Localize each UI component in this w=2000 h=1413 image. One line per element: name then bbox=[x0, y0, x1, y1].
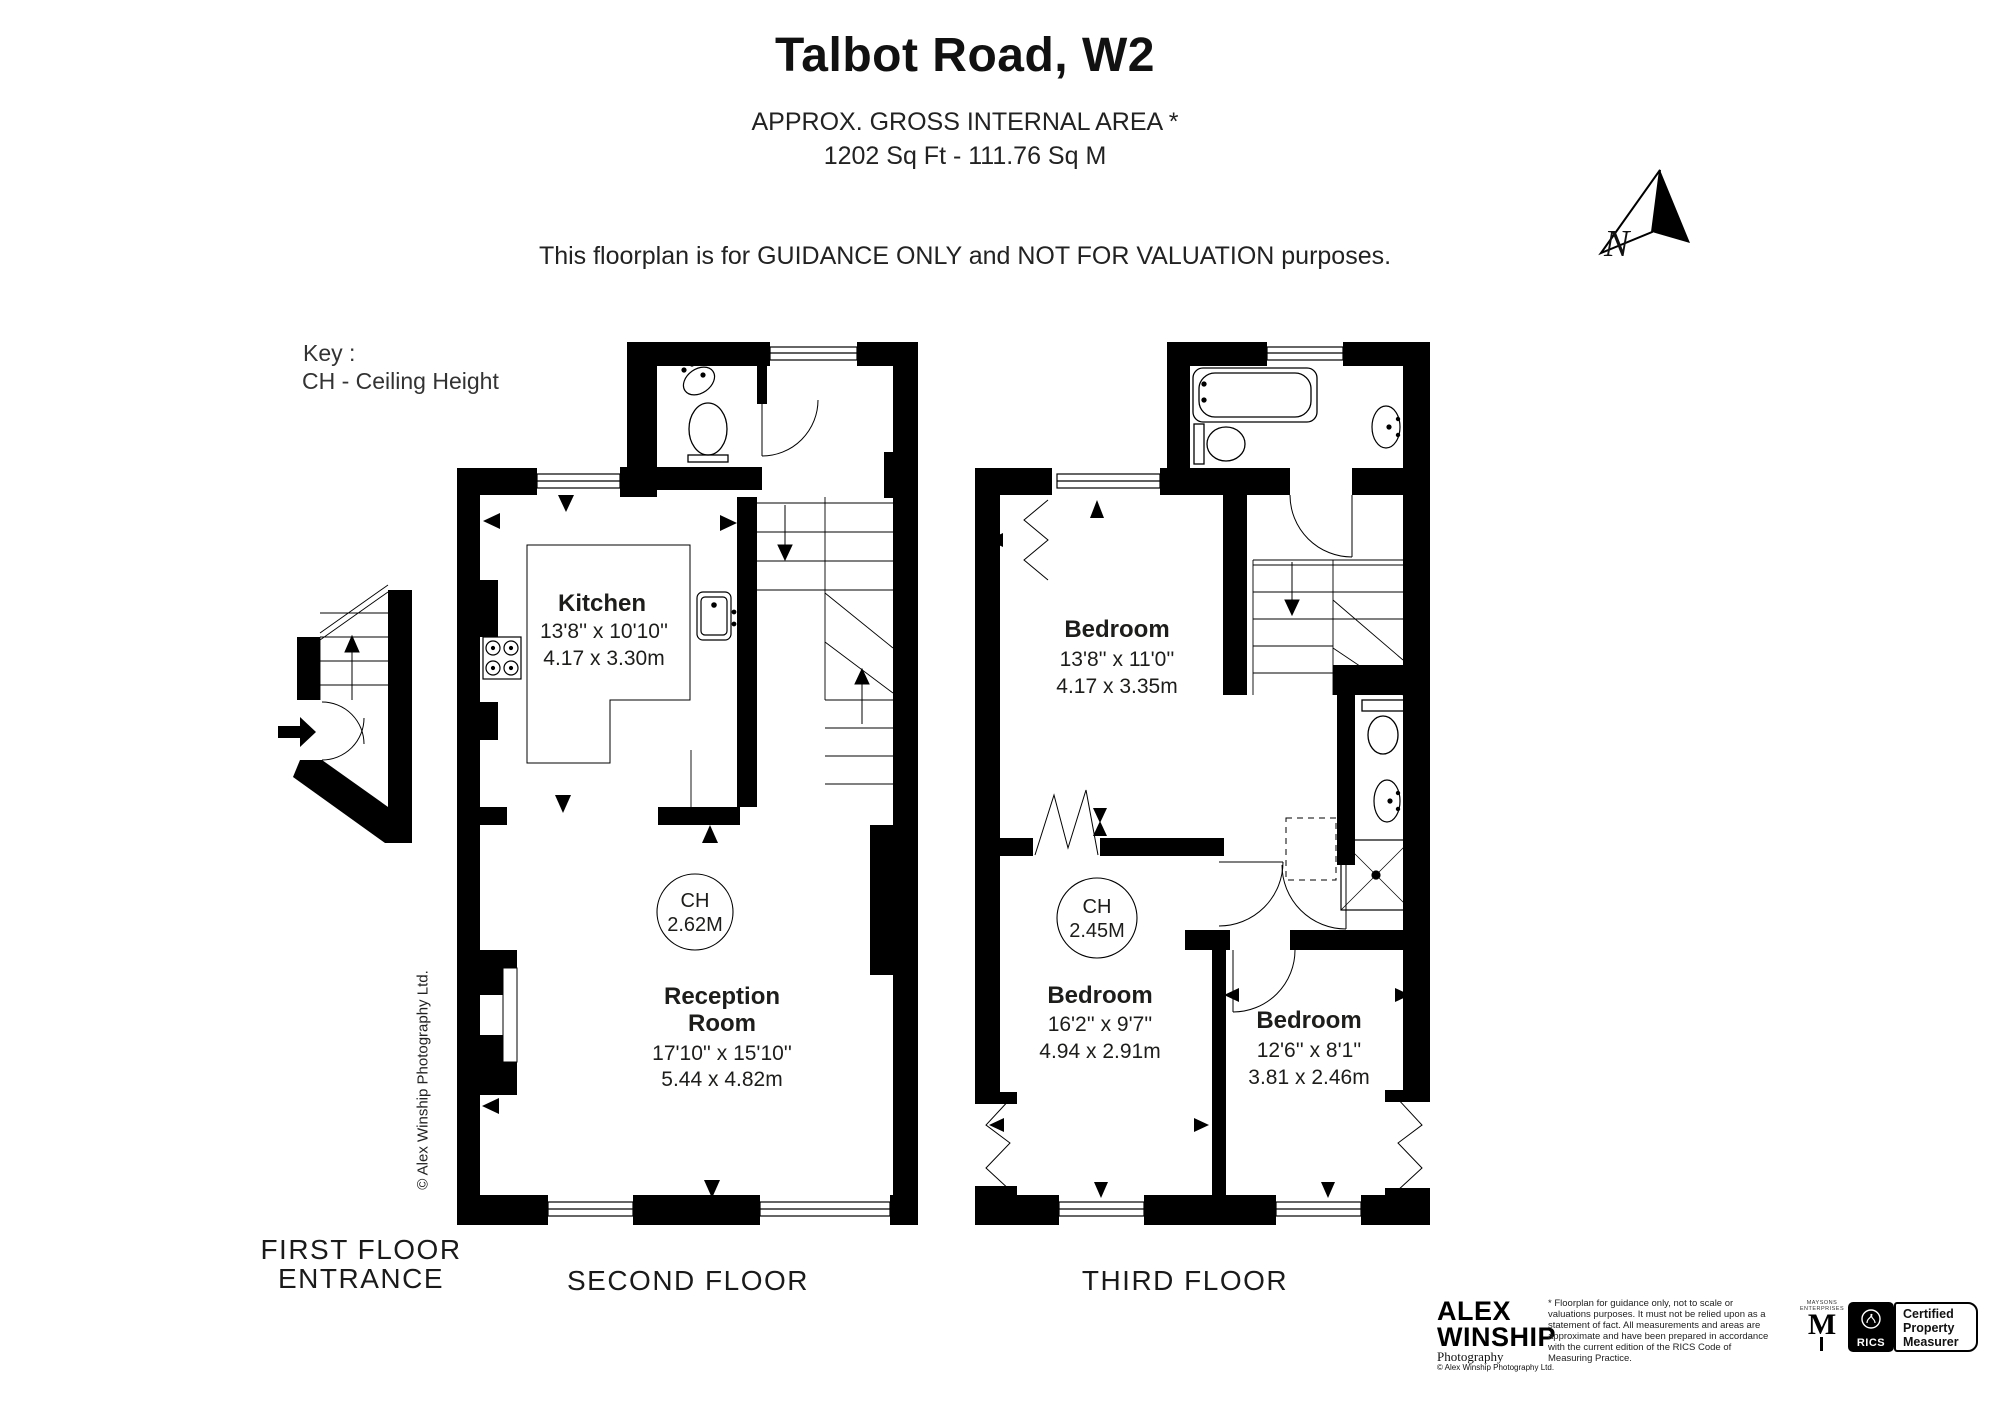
kitchen-imperial: 13'8'' x 10'10'' bbox=[540, 620, 668, 643]
ceiling-height-value: 2.62M bbox=[667, 914, 723, 936]
ceiling-height-abbr: CH bbox=[680, 890, 710, 912]
bedroom3-metric: 3.81 x 2.46m bbox=[1248, 1066, 1370, 1089]
partner-monogram-stem bbox=[1820, 1337, 1823, 1351]
brand-name-line2: WINSHIP bbox=[1437, 1322, 1557, 1352]
rics-label: RICS bbox=[1856, 1337, 1886, 1349]
certified-measurer-badge: Certified Property Measurer bbox=[1894, 1302, 1978, 1352]
bedroom1-metric: 4.17 x 3.35m bbox=[1056, 675, 1178, 698]
counter bbox=[526, 544, 691, 764]
footer-disclaimer: * Floorplan for guidance only, not to sc… bbox=[1548, 1298, 1769, 1364]
first-floor-entrance-plan bbox=[278, 584, 412, 843]
stair-direction-arrows bbox=[777, 505, 870, 724]
area-heading: APPROX. GROSS INTERNAL AREA * bbox=[751, 108, 1179, 136]
toilet-icon bbox=[1193, 423, 1246, 465]
area-value: 1202 Sq Ft - 111.76 Sq M bbox=[823, 142, 1107, 170]
bath-icon bbox=[1192, 367, 1318, 423]
cert-line2: Property bbox=[1903, 1321, 1955, 1335]
key-entry: CH - Ceiling Height bbox=[302, 368, 499, 394]
brand-name-line1: ALEX bbox=[1437, 1296, 1512, 1326]
sink-icon bbox=[1371, 405, 1401, 449]
stairs bbox=[1252, 559, 1404, 696]
stairs bbox=[319, 584, 389, 700]
second-floor-plan bbox=[457, 342, 918, 1225]
door-arc bbox=[761, 399, 819, 457]
third-floor-plan bbox=[975, 342, 1430, 1225]
reception-label-line2: Room bbox=[688, 1010, 756, 1037]
stairs bbox=[690, 497, 894, 807]
watermark: © Alex Winship Photography Ltd. bbox=[414, 970, 432, 1190]
toilet-icon bbox=[687, 402, 729, 463]
fireplace-recess bbox=[480, 995, 503, 1035]
hearth bbox=[502, 967, 518, 1063]
partner-monogram: M bbox=[1807, 1308, 1837, 1341]
sink-icon bbox=[681, 361, 716, 396]
cert-line3: Measurer bbox=[1903, 1335, 1959, 1349]
wardrobe-doors bbox=[1023, 499, 1099, 856]
ch-circle bbox=[1056, 877, 1138, 959]
bedroom1-imperial: 13'8'' x 11'0'' bbox=[1059, 648, 1175, 671]
guidance-note: This floorplan is for GUIDANCE ONLY and … bbox=[538, 242, 1392, 270]
bedroom2-metric: 4.94 x 2.91m bbox=[1039, 1040, 1161, 1063]
bedroom3-imperial: 12'6'' x 8'1'' bbox=[1256, 1039, 1362, 1062]
hob-icon bbox=[482, 636, 522, 680]
sink-icon bbox=[1373, 779, 1401, 823]
wall bbox=[975, 342, 1430, 1225]
stair-direction-arrow bbox=[344, 634, 360, 700]
partner-caption-line2: ENTERPRISES bbox=[1799, 1306, 1845, 1312]
second-floor-caption: SECOND FLOOR bbox=[566, 1265, 810, 1296]
shower-icon bbox=[1340, 839, 1412, 911]
wall bbox=[457, 342, 918, 1225]
reduced-headroom-dashed bbox=[1285, 817, 1337, 881]
window bbox=[536, 346, 891, 1217]
ceiling-height-abbr: CH bbox=[1082, 896, 1112, 918]
partner-caption-line1: MAYSONS bbox=[1806, 1300, 1838, 1306]
kitchen-sink-icon bbox=[696, 591, 737, 641]
page-title: Talbot Road, W2 bbox=[775, 29, 1155, 82]
reception-label-line1: Reception bbox=[663, 983, 781, 1010]
kitchen-metric: 4.17 x 3.30m bbox=[543, 647, 665, 670]
bedroom3-label: Bedroom bbox=[1256, 1007, 1362, 1034]
bay-window-chevrons bbox=[985, 1096, 1423, 1193]
direction-arrows bbox=[482, 495, 737, 1198]
compass-label: N bbox=[1604, 223, 1630, 265]
brand-subtitle: Photography bbox=[1437, 1349, 1504, 1364]
reception-imperial: 17'10'' x 15'10'' bbox=[652, 1042, 792, 1065]
north-arrow-icon bbox=[1598, 169, 1690, 256]
first-floor-caption-line2: ENTRANCE bbox=[277, 1263, 445, 1294]
stair-direction-arrow bbox=[1284, 562, 1300, 617]
key-title: Key : bbox=[303, 340, 356, 366]
toilet-icon bbox=[1361, 699, 1405, 755]
bedroom2-label: Bedroom bbox=[1047, 982, 1153, 1009]
wall bbox=[293, 590, 412, 843]
rics-logo: RICS bbox=[1848, 1302, 1894, 1352]
door-arc bbox=[321, 701, 365, 761]
reception-metric: 5.44 x 4.82m bbox=[661, 1068, 783, 1091]
rics-crest-icon bbox=[1861, 1309, 1881, 1329]
cert-line1: Certified bbox=[1903, 1307, 1954, 1321]
kitchen-label: Kitchen bbox=[557, 590, 647, 617]
entrance-arrow-icon bbox=[278, 717, 316, 747]
third-floor-caption: THIRD FLOOR bbox=[1081, 1265, 1289, 1296]
bedroom1-label: Bedroom bbox=[1064, 616, 1170, 643]
ceiling-height-value: 2.45M bbox=[1069, 920, 1125, 942]
ch-circle bbox=[656, 873, 734, 951]
window bbox=[1056, 346, 1362, 1217]
bedroom2-imperial: 16'2'' x 9'7'' bbox=[1047, 1013, 1153, 1036]
door-arc bbox=[1218, 494, 1353, 1013]
first-floor-caption-line1: FIRST FLOOR bbox=[260, 1234, 462, 1265]
direction-arrows bbox=[988, 500, 1410, 1198]
brand-copyright: © Alex Winship Photography Ltd. bbox=[1437, 1363, 1555, 1372]
